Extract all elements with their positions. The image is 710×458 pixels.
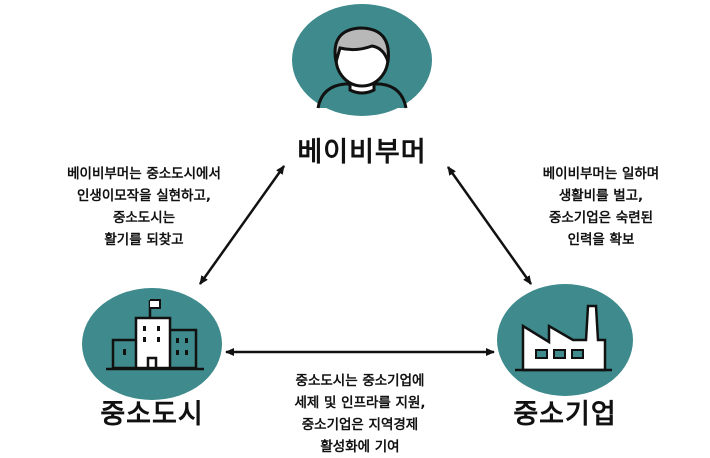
edge-text-boomer-company: 베이비부머는 일하며 생활비를 벌고, 중소기업은 숙련된 인력을 확보	[481, 163, 710, 251]
text-line: 중소도시는	[112, 210, 176, 226]
city-buildings-icon	[82, 288, 222, 400]
text-line: 생활비를 벌고,	[558, 188, 644, 204]
arrow-boomer-city	[198, 165, 286, 285]
text-line: 인력을 확보	[567, 232, 635, 248]
factory-icon	[497, 284, 633, 396]
text-line: 중소기업은 숙련된	[548, 210, 654, 226]
text-line: 중소도시는 중소기업에	[295, 373, 425, 389]
node-label-company: 중소기업	[513, 399, 617, 430]
text-line: 베이비부머는 일하며	[542, 166, 660, 182]
edge-text-boomer-city: 베이비부머는 중소도시에서 인생이모작을 실현하고, 중소도시는 활기를 되찾고	[24, 163, 264, 251]
text-line: 활성화에 기여	[320, 439, 400, 455]
node-label-city: 중소도시	[100, 399, 204, 430]
arrow-boomer-company	[446, 166, 533, 285]
text-line: 세제 및 인프라를 지원,	[294, 395, 426, 411]
person-icon	[292, 4, 432, 116]
text-line: 중소기업은 지역경제	[301, 417, 419, 433]
text-line: 인생이모작을 실현하고,	[76, 188, 212, 204]
node-label-boomer: 베이비부머	[297, 137, 427, 168]
text-line: 베이비부머는 중소도시에서	[67, 166, 221, 182]
edge-text-city-company: 중소도시는 중소기업에 세제 및 인프라를 지원, 중소기업은 지역경제 활성화…	[240, 370, 480, 458]
text-line: 활기를 되찾고	[104, 232, 184, 248]
